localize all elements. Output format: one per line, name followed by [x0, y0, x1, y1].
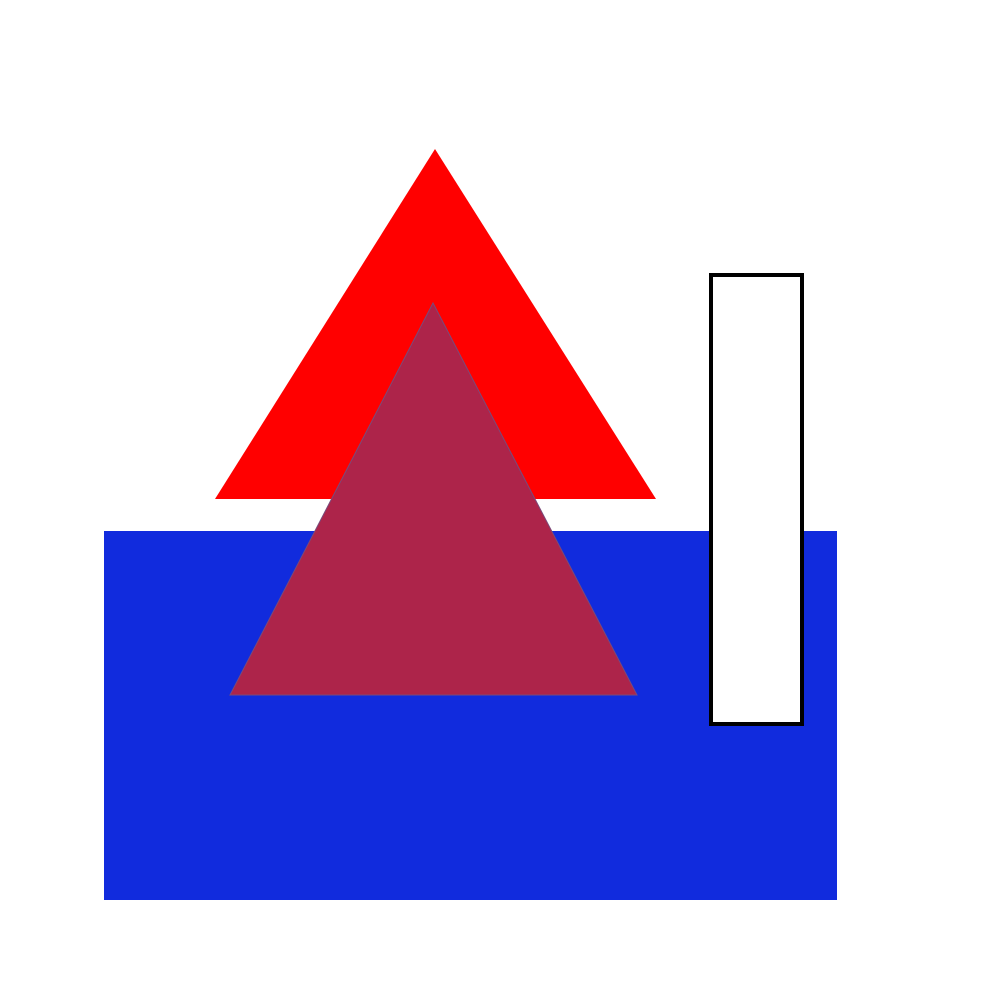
crimson-overlay-triangle	[229, 301, 638, 696]
white-outlined-rectangle	[709, 273, 804, 726]
